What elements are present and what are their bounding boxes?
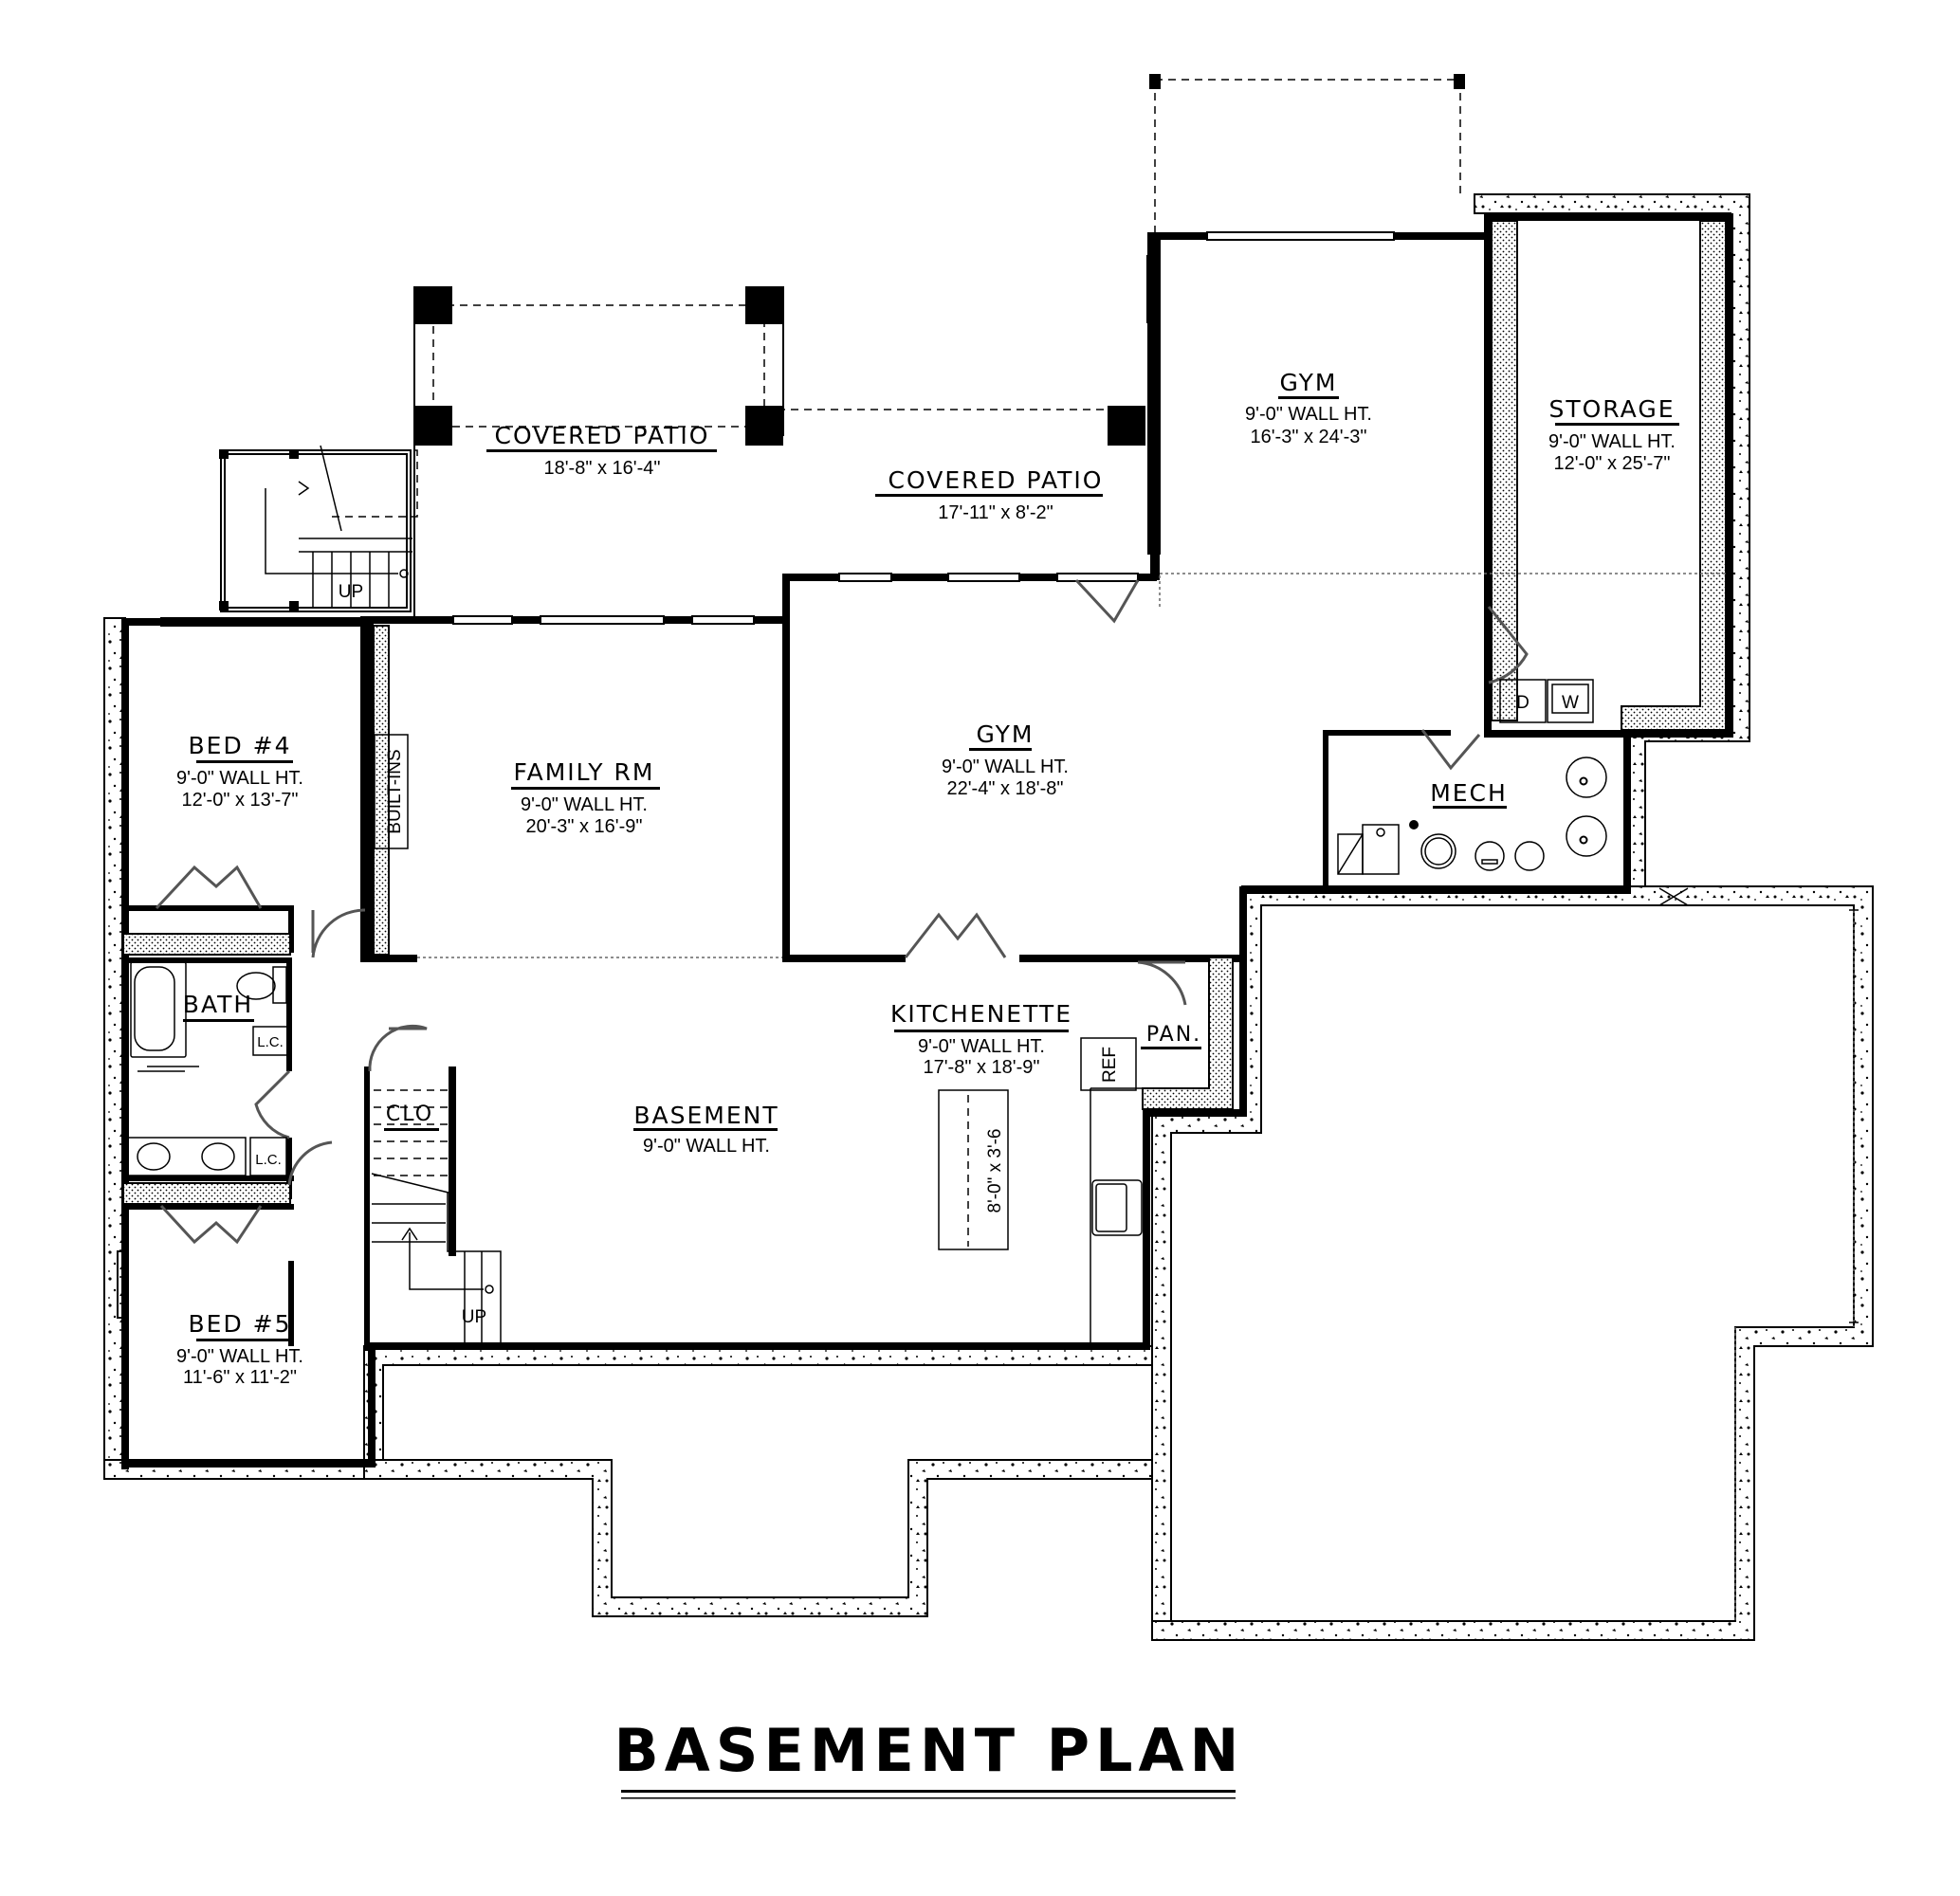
room-name-mech: MECH (1430, 779, 1508, 807)
room-labels: COVERED PATIO 18'-8" x 16'-4" COVERED PA… (176, 369, 1679, 1388)
room-name-bed-5: BED #5 (189, 1310, 292, 1338)
patio-outlines (413, 79, 1726, 958)
room-wallht-bed-5: 9'-0" WALL HT. (176, 1346, 303, 1367)
dryer-label: D (1516, 693, 1530, 713)
crawlspace-outline (1170, 887, 1859, 1622)
room-wallht-gym-lower: 9'-0" WALL HT. (942, 757, 1069, 777)
room-size-storage: 12'-0" x 25'-7" (1553, 453, 1670, 474)
stair-up-label-2: UP (462, 1307, 486, 1327)
room-size-kitchenette: 17'-8" x 18'-9" (923, 1057, 1039, 1078)
fixtures (126, 679, 1607, 1346)
room-name-basement: BASEMENT (633, 1102, 779, 1129)
washer-label: W (1562, 693, 1579, 713)
plan-title: BASEMENT PLAN (614, 1716, 1245, 1785)
room-wallht-gym-upper: 9'-0" WALL HT. (1245, 404, 1372, 425)
exterior-walls (121, 74, 1733, 1469)
ref-label: REF (1100, 1047, 1120, 1083)
room-size-covered-patio-1: 18'-8" x 16'-4" (543, 458, 660, 479)
room-size-bed-4: 12'-0" x 13'-7" (181, 790, 298, 811)
room-size-gym-upper: 16'-3" x 24'-3" (1250, 427, 1366, 447)
title-underline-thin (621, 1797, 1236, 1799)
room-wallht-basement: 9'-0" WALL HT. (643, 1136, 770, 1157)
room-name-gym-lower: GYM (977, 720, 1035, 748)
doors (155, 578, 1529, 1245)
room-name-pantry: PAN. (1146, 1023, 1201, 1047)
interior-stair (371, 1089, 502, 1346)
linen-closet-label-1: L.C. (257, 1034, 284, 1050)
room-name-bath: BATH (183, 991, 253, 1018)
room-name-storage: STORAGE (1548, 395, 1675, 423)
room-name-family-rm: FAMILY RM (514, 758, 655, 786)
room-size-covered-patio-2: 17'-11" x 8'-2" (938, 502, 1053, 523)
room-name-kitchenette: KITCHENETTE (890, 1000, 1072, 1028)
room-size-gym-lower: 22'-4" x 18'-8" (946, 778, 1063, 799)
room-name-covered-patio-1: COVERED PATIO (495, 422, 710, 449)
built-ins-label: BUILT-INS (385, 749, 405, 833)
room-name-bed-4: BED #4 (189, 732, 292, 759)
room-name-gym-upper: GYM (1280, 369, 1338, 396)
room-name-covered-patio-2: COVERED PATIO (888, 466, 1104, 494)
stair-up-label-1: UP (339, 582, 363, 602)
island-size-label: 8'-0" x 3'-6 (985, 1129, 1005, 1213)
room-wallht-family-rm: 9'-0" WALL HT. (521, 794, 648, 815)
windows (117, 231, 1395, 1319)
linen-closet-label-2: L.C. (255, 1152, 282, 1168)
room-name-closet: CLO (386, 1103, 433, 1126)
room-size-bed-5: 11'-6" x 11'-2" (183, 1367, 297, 1388)
insulated-walls (122, 220, 1727, 1205)
fixture-labels: BUILT-INS REF 8'-0" x 3'-6 L.C. L.C. D W (255, 693, 1579, 1212)
exterior-stair (219, 445, 418, 612)
room-wallht-bed-4: 9'-0" WALL HT. (176, 768, 303, 789)
room-size-family-rm: 20'-3" x 16'-9" (525, 816, 642, 837)
title-underline (621, 1790, 1236, 1793)
room-wallht-kitchenette: 9'-0" WALL HT. (918, 1036, 1045, 1057)
room-wallht-storage: 9'-0" WALL HT. (1548, 431, 1676, 452)
